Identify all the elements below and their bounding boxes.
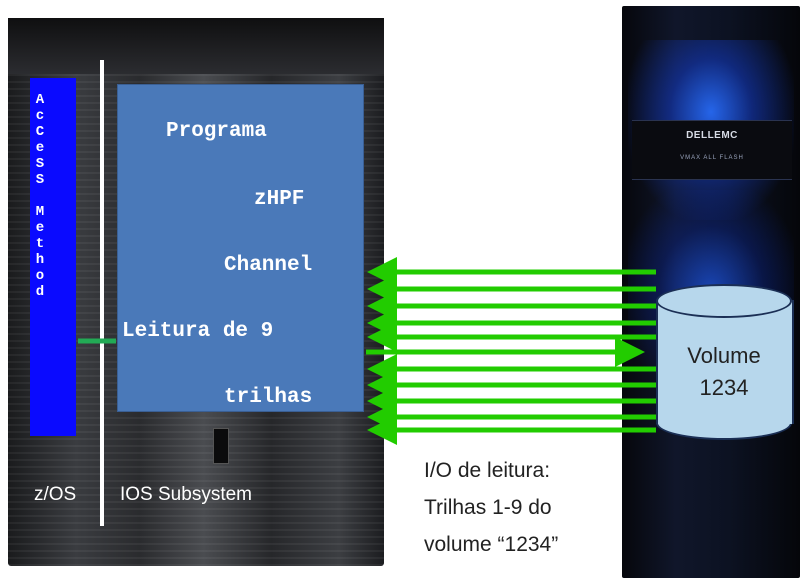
io-note-line1: I/O de leitura: <box>424 459 551 482</box>
io-note-line3: volume “1234” <box>424 533 559 556</box>
access-letter: t <box>35 236 45 252</box>
zos-label: z/OS <box>34 484 77 505</box>
storage-model-label: VMAX ALL FLASH <box>680 155 744 161</box>
storage-brand-band <box>632 120 792 180</box>
access-letter: S <box>35 172 45 188</box>
access-letter: C <box>35 124 45 140</box>
ios-subsystem-label: IOS Subsystem <box>120 484 252 505</box>
access-method-label: A c C e S S M e t h o d <box>30 92 50 300</box>
volume-cylinder-top <box>656 284 792 318</box>
access-letter: e <box>35 220 45 236</box>
access-method-bar <box>30 78 76 436</box>
zos-divider-line <box>100 60 104 526</box>
volume-label: Volume 1234 <box>656 340 792 404</box>
access-letter: h <box>35 252 45 268</box>
access-letter: M <box>35 204 45 220</box>
ios-subsystem-box <box>117 84 364 412</box>
access-letter: A <box>35 92 45 108</box>
volume-label-line2: 1234 <box>699 375 749 400</box>
trilhas-label: trilhas <box>224 386 313 409</box>
access-letter: o <box>35 268 45 284</box>
io-note-line2: Trilhas 1-9 do <box>424 496 552 519</box>
access-letter: c <box>35 108 45 124</box>
zhpf-label: zHPF <box>254 188 305 211</box>
volume-cylinder-body <box>656 300 794 424</box>
mainframe-slot <box>213 428 229 464</box>
programa-label: Programa <box>166 120 267 143</box>
channel-label: Channel <box>224 254 313 277</box>
mainframe-top <box>8 18 384 74</box>
access-letter: d <box>35 284 45 300</box>
volume-label-line1: Volume <box>687 343 761 368</box>
leitura-label: Leitura de 9 <box>122 320 274 343</box>
access-letter: e <box>35 140 45 156</box>
storage-brand-logo: DELLEMC <box>686 130 738 141</box>
access-letter: S <box>35 156 45 172</box>
